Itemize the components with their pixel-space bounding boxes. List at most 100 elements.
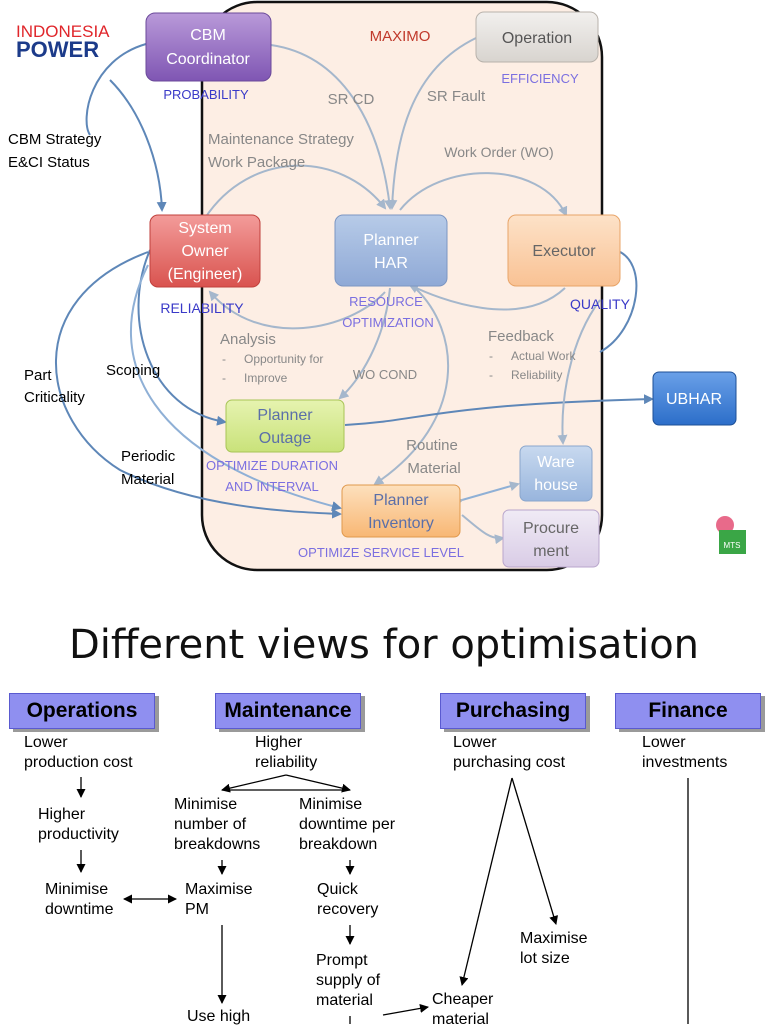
svg-text:house: house bbox=[534, 477, 578, 494]
arrow-outage-to-ubhar bbox=[344, 394, 654, 426]
section-title: Different views for optimisation bbox=[68, 622, 700, 668]
svg-text:HAR: HAR bbox=[374, 255, 408, 272]
label-periodic-1: Periodic bbox=[121, 448, 176, 465]
mts-badge-icon: MTS bbox=[716, 516, 746, 554]
label-feedback: Feedback bbox=[488, 328, 554, 345]
label-maint-strategy-1: Maintenance Strategy bbox=[208, 131, 354, 148]
arrow-inventory-procurement bbox=[461, 514, 505, 545]
header-purchasing: Purchasing bbox=[440, 693, 586, 729]
node-planner-har: Planner HAR bbox=[334, 214, 448, 287]
label-resource-1: RESOURCE bbox=[349, 294, 423, 309]
label-optimize-duration-2: AND INTERVAL bbox=[225, 479, 318, 494]
svg-text:Ware: Ware bbox=[537, 454, 575, 471]
maximo-label: MAXIMO bbox=[370, 28, 431, 45]
label-wo-cond: WO COND bbox=[353, 367, 417, 382]
label-analysis-item-1: Opportunity for bbox=[244, 352, 323, 366]
node-procurement: Procure ment bbox=[502, 509, 600, 568]
label-cbm-strategy-1: CBM Strategy bbox=[8, 131, 102, 148]
connectors bbox=[55, 36, 654, 545]
arrow-cbm-system-loop-right bbox=[109, 79, 167, 212]
label-routine-2: Material bbox=[407, 460, 460, 477]
maint-use-high: Use high bbox=[187, 1008, 251, 1025]
svg-text:System: System bbox=[178, 220, 231, 237]
node-executor: Executor bbox=[507, 214, 621, 287]
svg-text:-: - bbox=[489, 349, 493, 363]
svg-text:Planner: Planner bbox=[257, 407, 313, 424]
node-warehouse: Ware house bbox=[519, 445, 593, 502]
svg-text:CBM: CBM bbox=[190, 27, 226, 44]
label-part-2: Criticality bbox=[24, 389, 85, 406]
arrow-executor-right bbox=[599, 242, 638, 353]
flow-labels: SR CD SR Fault Maintenance Strategy Work… bbox=[208, 88, 576, 477]
logo-line1: INDONESIA bbox=[16, 22, 110, 41]
header-finance: Finance bbox=[615, 693, 761, 729]
svg-text:-: - bbox=[489, 368, 493, 382]
svg-text:UBHAR: UBHAR bbox=[666, 391, 722, 408]
label-reliability: RELIABILITY bbox=[160, 300, 244, 316]
purch-to-cheaper bbox=[459, 777, 513, 986]
arrow-executor-feedback bbox=[408, 284, 566, 311]
maint-split-right bbox=[285, 774, 351, 793]
svg-text:Executor: Executor bbox=[532, 243, 596, 260]
label-work-order: Work Order (WO) bbox=[444, 144, 553, 160]
label-feedback-item-1: Actual Work bbox=[511, 349, 576, 363]
arrow-operation-to-planner bbox=[387, 37, 477, 210]
node-cbm-coordinator: CBM Coordinator bbox=[145, 12, 272, 82]
node-planner-outage: Planner Outage bbox=[225, 399, 345, 453]
header-operations: Operations bbox=[9, 693, 155, 729]
svg-text:-: - bbox=[222, 371, 226, 385]
label-maint-strategy-2: Work Package bbox=[208, 154, 305, 171]
label-sr-cd: SR CD bbox=[328, 91, 375, 108]
arrow-executor-to-warehouse bbox=[557, 299, 601, 445]
node-system-owner: System Owner (Engineer) bbox=[149, 214, 261, 288]
svg-text:MTS: MTS bbox=[724, 541, 741, 550]
arrow-cbm-system-loop-left bbox=[85, 36, 156, 136]
svg-text:ment: ment bbox=[533, 543, 569, 560]
maint-to-cheaper bbox=[382, 1003, 429, 1016]
arrow-cbm-to-planner bbox=[270, 44, 395, 210]
logo-line2: POWER bbox=[16, 37, 99, 62]
label-efficiency: EFFICIENCY bbox=[501, 71, 579, 86]
label-sr-fault: SR Fault bbox=[427, 88, 486, 105]
arrow-planner-to-executor bbox=[399, 172, 568, 217]
arrow-system-to-inventory bbox=[55, 251, 342, 519]
attribute-labels: PROBABILITY EFFICIENCY RELIABILITY RESOU… bbox=[160, 71, 630, 560]
label-optimize-duration-1: OPTIMIZE DURATION bbox=[206, 458, 338, 473]
svg-text:(Engineer): (Engineer) bbox=[168, 266, 243, 283]
company-logo: INDONESIA POWER bbox=[16, 22, 110, 62]
label-resource-2: OPTIMIZATION bbox=[342, 315, 433, 330]
label-optimize-service: OPTIMIZE SERVICE LEVEL bbox=[298, 545, 464, 560]
maint-split-left bbox=[221, 774, 287, 793]
arrow-routine-material bbox=[373, 287, 449, 486]
label-analysis: Analysis bbox=[220, 331, 276, 348]
svg-text:Planner: Planner bbox=[373, 492, 429, 509]
label-analysis-item-2: Improve bbox=[244, 371, 288, 385]
outside-labels: CBM Strategy E&CI Status Part Criticalit… bbox=[8, 131, 176, 488]
label-feedback-item-2: Reliability bbox=[511, 368, 562, 382]
node-ubhar: UBHAR bbox=[652, 371, 737, 426]
node-planner-inventory: Planner Inventory bbox=[341, 484, 461, 538]
label-cbm-strategy-2: E&CI Status bbox=[8, 154, 90, 171]
header-maintenance: Maintenance bbox=[215, 693, 361, 729]
purch-to-lot bbox=[511, 777, 559, 925]
arrow-system-periodic bbox=[129, 264, 342, 511]
node-operation: Operation bbox=[475, 11, 599, 63]
svg-text:Outage: Outage bbox=[259, 430, 312, 447]
label-scoping: Scoping bbox=[106, 362, 160, 379]
label-part-1: Part bbox=[24, 367, 52, 384]
label-probability: PROBABILITY bbox=[163, 87, 249, 102]
arrow-analysis-loop bbox=[208, 290, 386, 330]
label-routine-1: Routine bbox=[406, 437, 458, 454]
